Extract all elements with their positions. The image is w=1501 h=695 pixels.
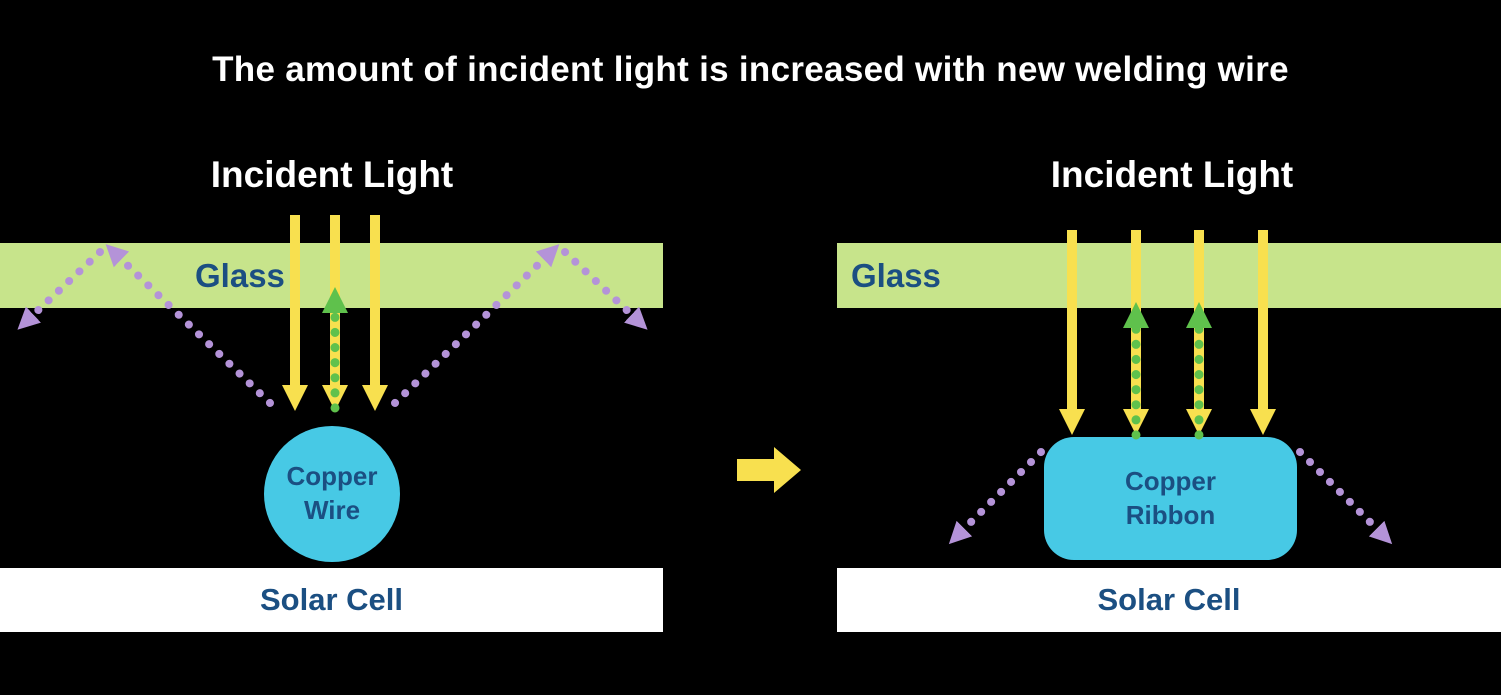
copper-wire-label-line1: Copper (286, 461, 378, 492)
solar-cell-label-left: Solar Cell (260, 582, 403, 617)
glass-layer-right (837, 243, 1501, 308)
incident-light-label-left: Incident Light (210, 154, 454, 195)
reflected-light-arrows-right (1123, 302, 1212, 440)
copper-ribbon-label-line2: Ribbon (1125, 499, 1216, 530)
solar-cell-left: Solar Cell (0, 568, 663, 632)
incident-light-label-right: Incident Light (1050, 154, 1294, 195)
dotted-diagonal-arrow-icon (948, 448, 1045, 545)
glass-layer-left (0, 243, 663, 308)
diagram-title: The amount of incident light is increase… (212, 50, 1289, 89)
dotted-diagonal-arrow-icon (1296, 448, 1393, 545)
transition-right-arrow-icon (737, 447, 801, 493)
copper-ribbon-label-line1: Copper (1125, 465, 1216, 496)
glass-label-left: Glass (195, 257, 285, 294)
copper-wire: Copper Wire (264, 426, 400, 562)
glass-label-right: Glass (851, 257, 941, 294)
solar-cell-label-right: Solar Cell (1097, 582, 1241, 617)
copper-ribbon: Copper Ribbon (1044, 437, 1297, 560)
copper-wire-label-line2: Wire (303, 495, 361, 525)
solar-cell-right: Solar Cell (837, 568, 1501, 632)
